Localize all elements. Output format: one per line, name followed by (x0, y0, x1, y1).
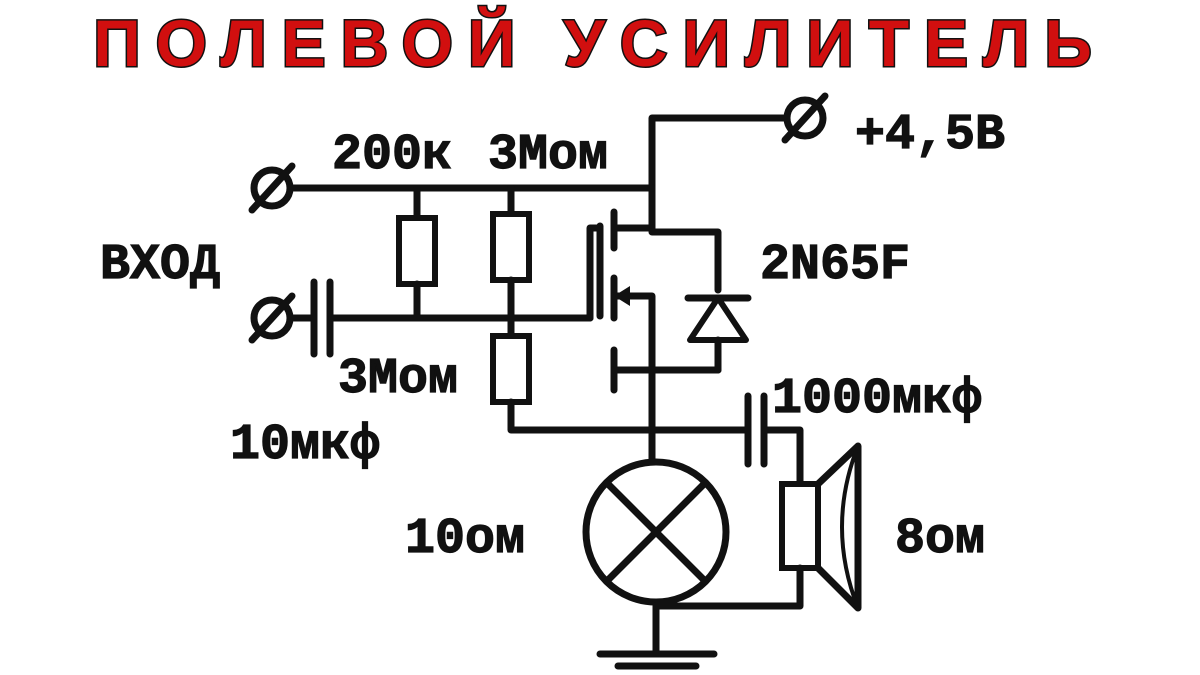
ground-wiring (652, 564, 804, 658)
resistor-3mohm-bottom-label: 3Мом (338, 351, 458, 408)
supply-terminal-icon (781, 92, 829, 144)
supply-wiring (286, 114, 791, 294)
speaker-icon (779, 442, 862, 612)
speaker-impedance-label: 8ом (895, 511, 985, 568)
lamp-resistance-label: 10ом (405, 511, 525, 568)
input-terminal-bottom-icon (248, 292, 296, 344)
output-capacitor-label: 1000мкф (772, 371, 982, 428)
resistor-200k (396, 184, 438, 322)
input-terminal-top-icon (248, 162, 296, 214)
lamp-icon (582, 458, 730, 606)
mosfet-transistor (596, 208, 722, 394)
page-title: ПОЛЕВОЙ УСИЛИТЕЛЬ (93, 5, 1107, 80)
input-label: ВХОД (100, 237, 220, 294)
input-capacitor-label: 10мкф (230, 417, 380, 474)
ground-icon (596, 650, 718, 670)
transistor-label: 2N65F (760, 237, 910, 294)
resistor-3mohm-bottom (490, 333, 656, 434)
resistor-3mohm-top-label: 3Мом (488, 127, 608, 184)
resistor-200k-label: 200к (332, 127, 452, 184)
resistor-3mohm-top (490, 184, 532, 340)
input-capacitor (286, 224, 602, 358)
mosfet-arrow-icon (614, 286, 630, 306)
body-diode (684, 294, 752, 374)
supply-voltage-label: +4,5В (855, 107, 1005, 164)
output-capacitor (648, 392, 804, 488)
